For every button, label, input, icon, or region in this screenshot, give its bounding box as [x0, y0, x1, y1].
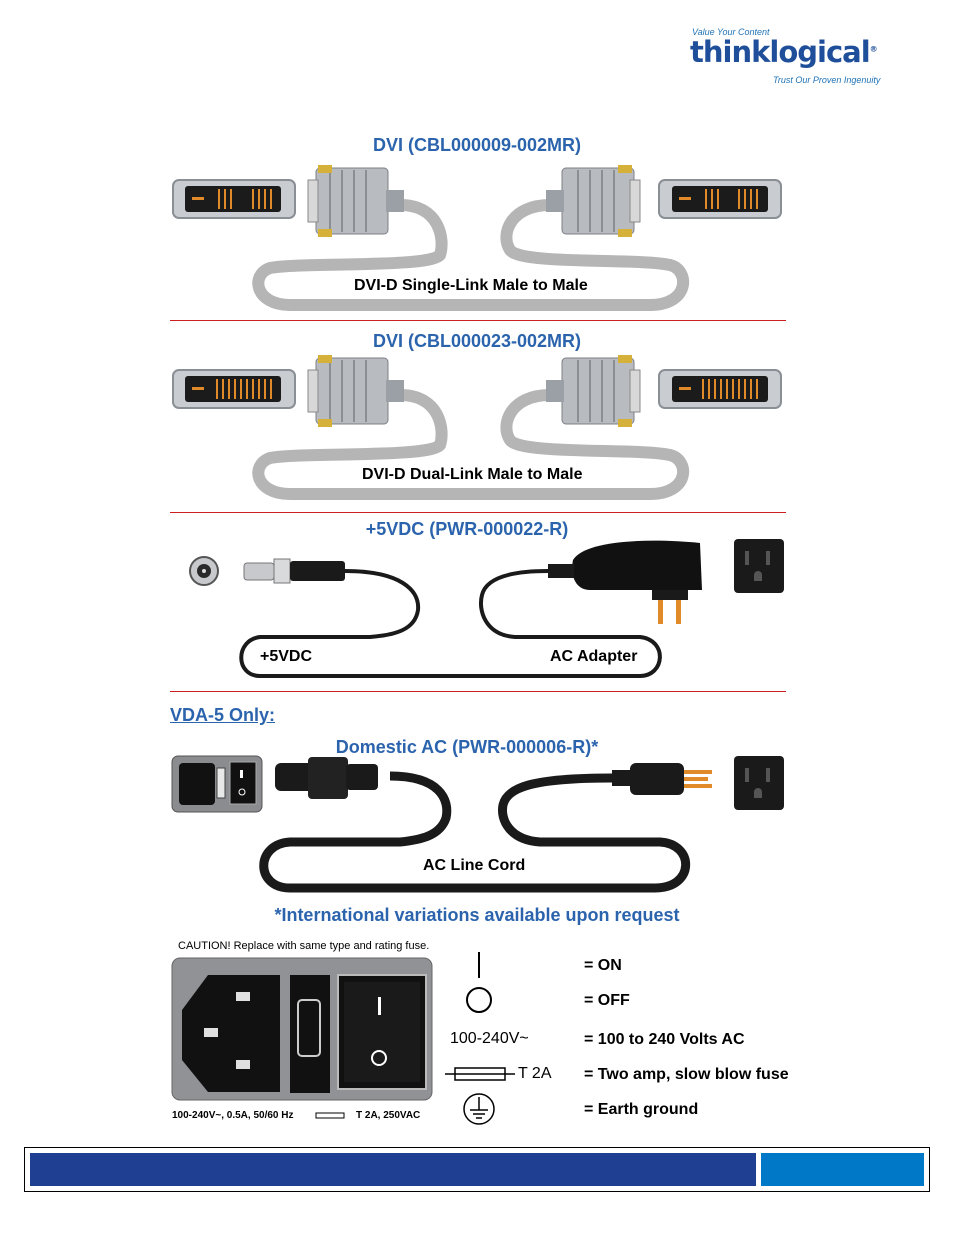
fuse-module-graphic [171, 957, 433, 1119]
section-divider [170, 512, 786, 513]
earth-ground-icon [463, 1093, 495, 1125]
power-title: +5VDC (PWR-000022-R) [365, 519, 569, 539]
logo-registered-mark: ® [869, 44, 878, 54]
fuse-symbol-text: T 2A [518, 1065, 552, 1082]
legend-symbols [445, 952, 515, 1125]
power-right-label: AC Adapter [550, 648, 638, 665]
section-divider [170, 320, 786, 321]
legend-on: = ON [584, 957, 622, 974]
legend-voltage: = 100 to 240 Volts AC [584, 1031, 745, 1048]
footer-navy-bar [30, 1153, 756, 1186]
power-adapter-graphic [189, 539, 784, 678]
international-note: *International variations available upon… [274, 905, 680, 925]
ac-line-cord-graphic [171, 755, 784, 893]
power-left-label: +5VDC [260, 648, 313, 665]
ac-line-cord-label: AC Line Cord [423, 857, 526, 874]
domestic-ac-title: Domestic AC (PWR-000006-R)* [335, 737, 599, 757]
footer-blue-bar [761, 1153, 924, 1186]
dvi-single-title: DVI (CBL000009-002MR) [372, 135, 582, 155]
caution-text: CAUTION! Replace with same type and rati… [178, 940, 430, 952]
logo-slogan: Trust Our Proven Ingenuity [773, 75, 881, 85]
section-divider [170, 691, 786, 692]
vda-heading: VDA-5 Only: [170, 705, 276, 725]
fuse-icon [445, 1067, 515, 1081]
module-fuse-rating: T 2A, 250VAC [356, 1110, 421, 1121]
dvi-dual-title: DVI (CBL000023-002MR) [372, 331, 582, 351]
dvi-dual-cable-graphic [172, 355, 782, 500]
on-line-icon [478, 952, 480, 978]
dvi-single-cable-label: DVI-D Single-Link Male to Male [354, 277, 588, 294]
logo-brand: thinklogical® [690, 35, 878, 69]
legend-fuse: = Two amp, slow blow fuse [584, 1066, 789, 1083]
footer-frame [24, 1147, 930, 1192]
module-rating: 100-240V~, 0.5A, 50/60 Hz [172, 1110, 294, 1121]
voltage-symbol-text: 100-240V~ [450, 1030, 529, 1047]
dvi-single-cable-graphic [172, 165, 782, 311]
logo-tagline: Value Your Content [692, 27, 770, 37]
legend-ground: = Earth ground [584, 1101, 699, 1118]
off-circle-icon [466, 987, 492, 1013]
legend-off: = OFF [584, 992, 630, 1009]
dvi-dual-cable-label: DVI-D Dual-Link Male to Male [362, 466, 583, 483]
logo-brand-text: thinklogical [690, 35, 871, 69]
